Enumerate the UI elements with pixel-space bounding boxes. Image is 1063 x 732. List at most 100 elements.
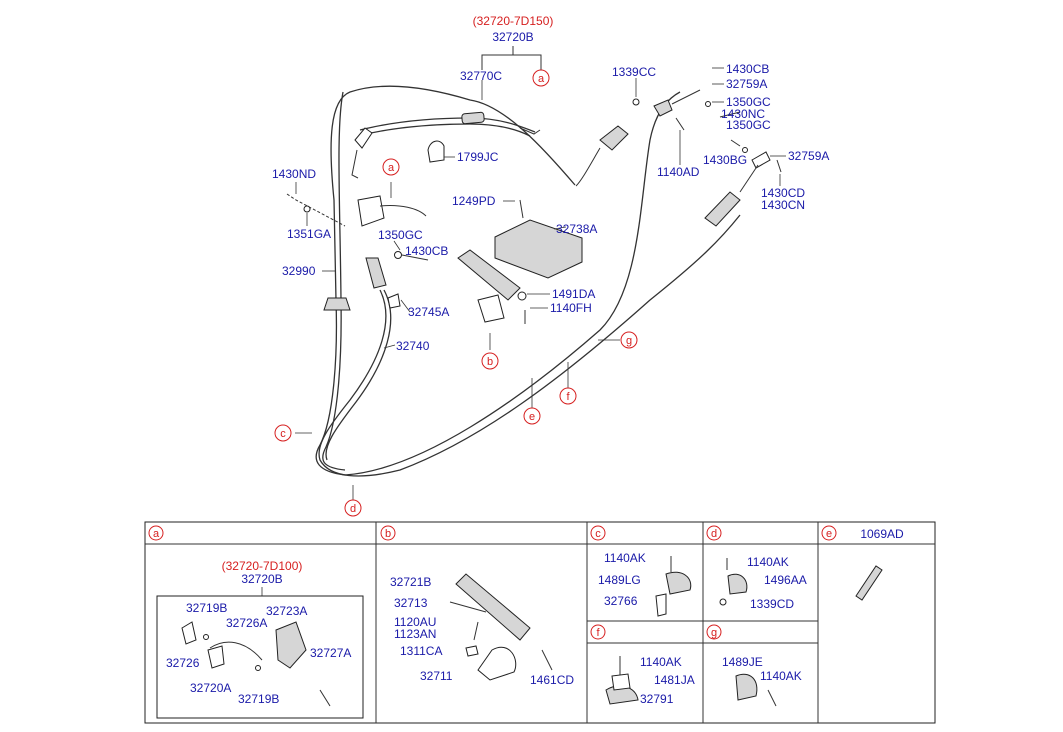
label-32759a-right-2: 32759A (788, 149, 829, 163)
panel-d-letter: d (711, 528, 717, 540)
part-1140ak-g (767, 689, 777, 707)
spring-fitting (365, 257, 387, 289)
svg-text:b: b (487, 356, 493, 368)
panel-a-label-5: 32720A (190, 681, 231, 695)
panel-a: a (32720-7D100) 32720B 32719B 32723A 327… (148, 525, 364, 719)
leader-32738a (553, 226, 567, 230)
boot (599, 125, 629, 151)
panel-a-header: 32720B (241, 572, 282, 586)
nut-1491da (517, 291, 527, 301)
clevis-32759a (751, 151, 771, 169)
panel-d: d 1140AK 1496AA 1339CD (706, 525, 807, 611)
panel-b-label-4: 1311CA (400, 644, 442, 658)
panel-c-label-0: 1140AK (604, 551, 646, 565)
panel-g: g 1489JE 1140AK (706, 624, 802, 707)
panel-a-label-2: 32726A (226, 616, 267, 630)
pedal (457, 249, 521, 301)
panel-f: f 1140AK 1481JA 32791 (590, 624, 695, 706)
part-32726a (209, 641, 263, 661)
cable-32740 (318, 214, 741, 477)
panel-a-label-3: 32726 (166, 656, 200, 670)
panel-b-label-1: 32713 (394, 596, 428, 610)
label-32990: 32990 (282, 264, 316, 278)
washer-1350gc (705, 101, 711, 107)
callout-b: b (481, 352, 499, 370)
svg-text:d: d (350, 503, 356, 515)
bracket-rod (379, 205, 427, 217)
part-32713 (449, 601, 487, 613)
label-1430nc: 1430NC (721, 107, 765, 121)
panel-d-label-2: 1339CD (750, 597, 794, 611)
label-32770c: 32770C (460, 69, 502, 83)
callout-f: f (559, 387, 577, 405)
clip-32745a (387, 293, 401, 309)
leader-32740 (383, 344, 396, 349)
panel-c-label-1: 1489LG (598, 573, 641, 587)
panel-a-label-6: 32719B (238, 692, 279, 706)
bolt-1430cb (401, 254, 429, 261)
cable-end-right (653, 99, 673, 117)
label-1491da: 1491DA (552, 287, 595, 301)
panel-c-label-2: 32766 (604, 594, 638, 608)
pin-1430cd (776, 159, 782, 173)
label-1350gc-right-2: 1350GC (726, 118, 771, 132)
right-rod (739, 164, 759, 193)
washer (394, 251, 402, 259)
panel-g-letter: g (711, 627, 717, 639)
panel-a-inner-box (156, 595, 364, 719)
panel-g-label-0: 1489JE (722, 655, 763, 669)
label-1430cb: 1430CB (405, 244, 448, 258)
plate-32738a (494, 219, 583, 279)
part-1311ca (465, 645, 479, 657)
label-32740: 32740 (396, 339, 430, 353)
part-32719b-2 (255, 665, 261, 671)
label-1140ad: 1140AD (657, 165, 700, 179)
svg-text:a: a (538, 73, 545, 85)
part-1339cd (719, 598, 727, 606)
panel-b: b 32721B 32713 1120AU 1123AN 1311CA 3271… (380, 525, 574, 687)
panel-b-label-6: 1461CD (530, 673, 574, 687)
label-1140fh: 1140FH (550, 301, 592, 315)
part-32766 (655, 593, 667, 617)
grommet (323, 297, 351, 311)
cable-32740-inner (325, 289, 392, 461)
panel-f-label-0: 1140AK (640, 655, 682, 669)
panel-a-header-red: (32720-7D100) (222, 559, 303, 573)
part-1481ja (611, 673, 631, 691)
main-header: 32720B (492, 30, 533, 44)
label-1350gc-right: 1350GC (726, 95, 771, 109)
panel-a-label-1: 32723A (266, 604, 307, 618)
part-32726 (181, 621, 197, 645)
part-1069ad (855, 565, 883, 601)
callout-a: a (382, 158, 400, 176)
label-32759a-right: 32759A (726, 77, 767, 91)
panel-b-label-2: 1120AU (394, 615, 436, 629)
header-bracket (481, 46, 542, 72)
bolt-1140ad (675, 117, 685, 131)
part-1120au (473, 621, 479, 641)
label-1430nd: 1430ND (272, 167, 316, 181)
nut-1339cc (632, 98, 640, 106)
label-1799jc: 1799JC (457, 150, 499, 164)
callout-c: c (274, 424, 292, 442)
panel-d-label-1: 1496AA (764, 573, 807, 587)
label-1430cd: 1430CD (761, 186, 805, 200)
part-1496aa (727, 573, 748, 595)
cable-end-wire (519, 127, 541, 135)
svg-text:a: a (388, 162, 395, 174)
pedal-arm (477, 294, 505, 323)
pin-1430nd (286, 193, 346, 227)
part-32727a (319, 689, 331, 707)
callout-e: e (523, 407, 541, 425)
right-spring (704, 191, 741, 227)
bracket-assembly (357, 195, 385, 227)
pin-1430bg (730, 139, 741, 147)
panel-a-label-4: 32727A (310, 646, 351, 660)
main-header-red: (32720-7D150) (473, 14, 554, 28)
label-1430bg: 1430BG (703, 153, 747, 167)
washer-1351ga (303, 205, 311, 213)
callout-g: g (620, 331, 638, 349)
clip-1799jc (427, 140, 445, 163)
panel-d-label-0: 1140AK (747, 555, 789, 569)
label-1430cb-right: 1430CB (726, 62, 769, 76)
